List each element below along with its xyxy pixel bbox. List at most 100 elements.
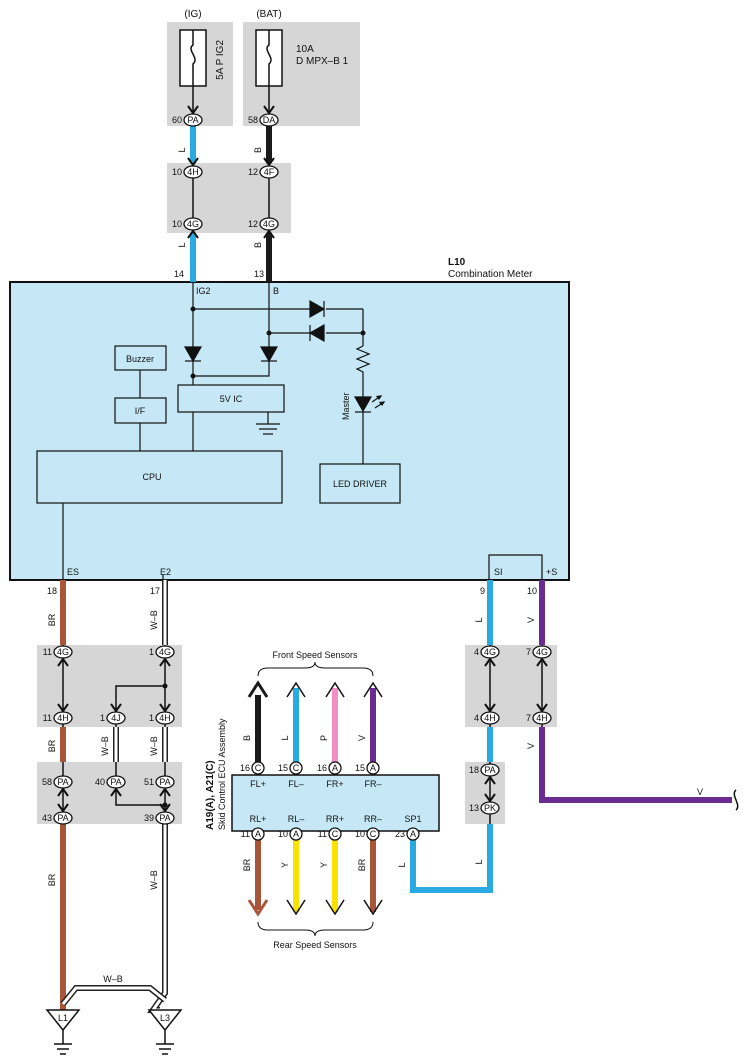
wire-sp1-color: L bbox=[397, 862, 407, 867]
meter-pin-si: 9 bbox=[480, 586, 485, 596]
wire-bat-color-2: B bbox=[253, 242, 263, 248]
conn-ig-4g-pin: 10 bbox=[172, 219, 182, 229]
cpu-box bbox=[36, 450, 283, 504]
wire-e2-color-1: W–B bbox=[149, 610, 159, 630]
wire-break-icon bbox=[733, 789, 739, 811]
ecu-pin-fr-plus-label: A bbox=[332, 763, 338, 773]
wire-fr-minus-color: V bbox=[357, 735, 367, 741]
wire-s-2 bbox=[539, 727, 732, 803]
ground-l1-icon bbox=[45, 1009, 81, 1055]
ecu-pin-sp1: A23 bbox=[395, 827, 420, 841]
conn-j-4j: 4J 1 bbox=[100, 703, 126, 725]
wire-es-color-2: BR bbox=[47, 739, 57, 752]
conn-bat-4f-label: 4F bbox=[264, 167, 275, 177]
ecu-term-fl-plus: FL+ bbox=[250, 779, 266, 789]
conn-j-4j-label: 4J bbox=[111, 713, 121, 723]
conn-pa: PA 18 bbox=[469, 763, 500, 785]
ecu-pin-fl-plus: C16 bbox=[240, 761, 265, 775]
ecu-term-rl-minus: RL– bbox=[288, 814, 305, 824]
conn-e2-pa2-pin: 39 bbox=[144, 813, 154, 823]
conn-e2-pa1-label: PA bbox=[159, 777, 170, 787]
meter-internal-wiring bbox=[62, 282, 543, 580]
skid-control-ecu bbox=[231, 774, 440, 832]
wire-j4-color: W–B bbox=[100, 736, 110, 756]
fuse-ig-icon bbox=[179, 29, 207, 87]
ic-label: 5V IC bbox=[220, 394, 243, 404]
fuse-bat-amp: 10A bbox=[296, 44, 314, 55]
front-sensors-brace bbox=[257, 661, 374, 677]
conn-es-4h-pin: 11 bbox=[43, 713, 52, 723]
conn-j-pa-label: PA bbox=[110, 777, 121, 787]
conn-e2-4g-pin: 1 bbox=[149, 647, 154, 657]
conn-es-4h-label: 4H bbox=[57, 713, 69, 723]
conn-pk-pin: 13 bbox=[469, 803, 479, 813]
ecu-pin-rl-minus-label: A bbox=[293, 829, 299, 839]
master-led-icon bbox=[353, 395, 386, 413]
wire-fl-minus-color: L bbox=[280, 735, 290, 740]
ground-l3-icon bbox=[147, 1009, 183, 1055]
wire-s-color-3: V bbox=[697, 787, 703, 797]
wire-e2-color-3: W–B bbox=[149, 870, 159, 890]
fuse-ig-terminal: PA 60 bbox=[172, 105, 203, 127]
wire-ground-link bbox=[60, 985, 167, 1006]
wire-ig-color-2: L bbox=[177, 242, 187, 247]
ecu-term-sp1: SP1 bbox=[404, 814, 421, 824]
fuse-ig-label: 5A P IG2 bbox=[215, 40, 226, 80]
ecu-pin-sp1-label: A bbox=[410, 829, 416, 839]
front-sensors-caption: Front Speed Sensors bbox=[272, 650, 358, 660]
rear-sensors-caption: Rear Speed Sensors bbox=[273, 940, 357, 950]
fuse-bat-terminal-label: DA bbox=[263, 115, 276, 125]
conn-pa-label: PA bbox=[484, 765, 495, 775]
led-driver-label: LED DRIVER bbox=[333, 479, 388, 489]
ecu-pin-rl-minus-pin: 10 bbox=[278, 829, 288, 839]
conn-ig-4g-label: 4G bbox=[187, 219, 199, 229]
wire-rr-minus-color: BR bbox=[357, 858, 367, 871]
meter-pin-e2: 17 bbox=[150, 586, 160, 596]
ecu-pin-fl-minus: C15 bbox=[278, 761, 303, 775]
wire-ig-color-1: L bbox=[177, 147, 187, 152]
fuse-ig-terminal-label: PA bbox=[187, 115, 198, 125]
meter-name: Combination Meter bbox=[448, 269, 533, 280]
conn-e2-4g: 4G1 bbox=[149, 645, 175, 667]
fuse-ig-terminal-pin: 60 bbox=[172, 115, 182, 125]
conn-e2-pa1: PA 51 bbox=[144, 775, 175, 797]
ecu-pin-fl-minus-label: C bbox=[293, 763, 300, 773]
ground-l3-label: L3 bbox=[160, 1013, 170, 1023]
conn-pa-pin: 18 bbox=[469, 765, 479, 775]
fuse-ig-supply: (IG) bbox=[184, 9, 201, 20]
wire-fr-plus-color: P bbox=[319, 735, 329, 741]
conn-e2-4h-pin: 1 bbox=[149, 713, 154, 723]
meter-term-s: +S bbox=[546, 567, 557, 577]
diode-icon bbox=[183, 299, 326, 363]
conn-s-4g-label: 4G bbox=[536, 647, 548, 657]
conn-es-pa1-label: PA bbox=[57, 777, 68, 787]
ecu-term-rr-minus: RR– bbox=[364, 814, 382, 824]
ic-box bbox=[177, 384, 285, 413]
conn-s-4h: 4H7 bbox=[526, 703, 552, 725]
ecu-pin-fl-plus-label: C bbox=[255, 763, 262, 773]
ecu-term-rr-plus: RR+ bbox=[326, 814, 344, 824]
wire-rl-minus-color: Y bbox=[280, 862, 290, 868]
conn-j-pa-pin: 40 bbox=[95, 777, 105, 787]
fuse-bat-terminal-pin: 58 bbox=[248, 115, 258, 125]
conn-es-4g-pin: 11 bbox=[43, 647, 52, 657]
wire-bat-color-1: B bbox=[253, 147, 263, 153]
conn-ig-4h-pin: 10 bbox=[172, 167, 182, 177]
meter-pin-s: 10 bbox=[527, 586, 537, 596]
conn-si-4h-label: 4H bbox=[484, 713, 496, 723]
ecu-pin-fr-minus-pin: 15 bbox=[355, 763, 365, 773]
conn-s-4g: 4G7 bbox=[526, 645, 552, 667]
conn-si-4g: 4G4 bbox=[474, 645, 500, 667]
ecu-pin-rr-minus: C10 bbox=[355, 827, 380, 841]
ecu-pin-rl-plus-label: A bbox=[255, 829, 261, 839]
wire-s-color-1: V bbox=[526, 617, 536, 623]
conn-e2-pa1-pin: 51 bbox=[144, 777, 154, 787]
fuse-bat-supply: (BAT) bbox=[256, 9, 281, 20]
conn-j-4j-pin: 1 bbox=[100, 713, 105, 723]
